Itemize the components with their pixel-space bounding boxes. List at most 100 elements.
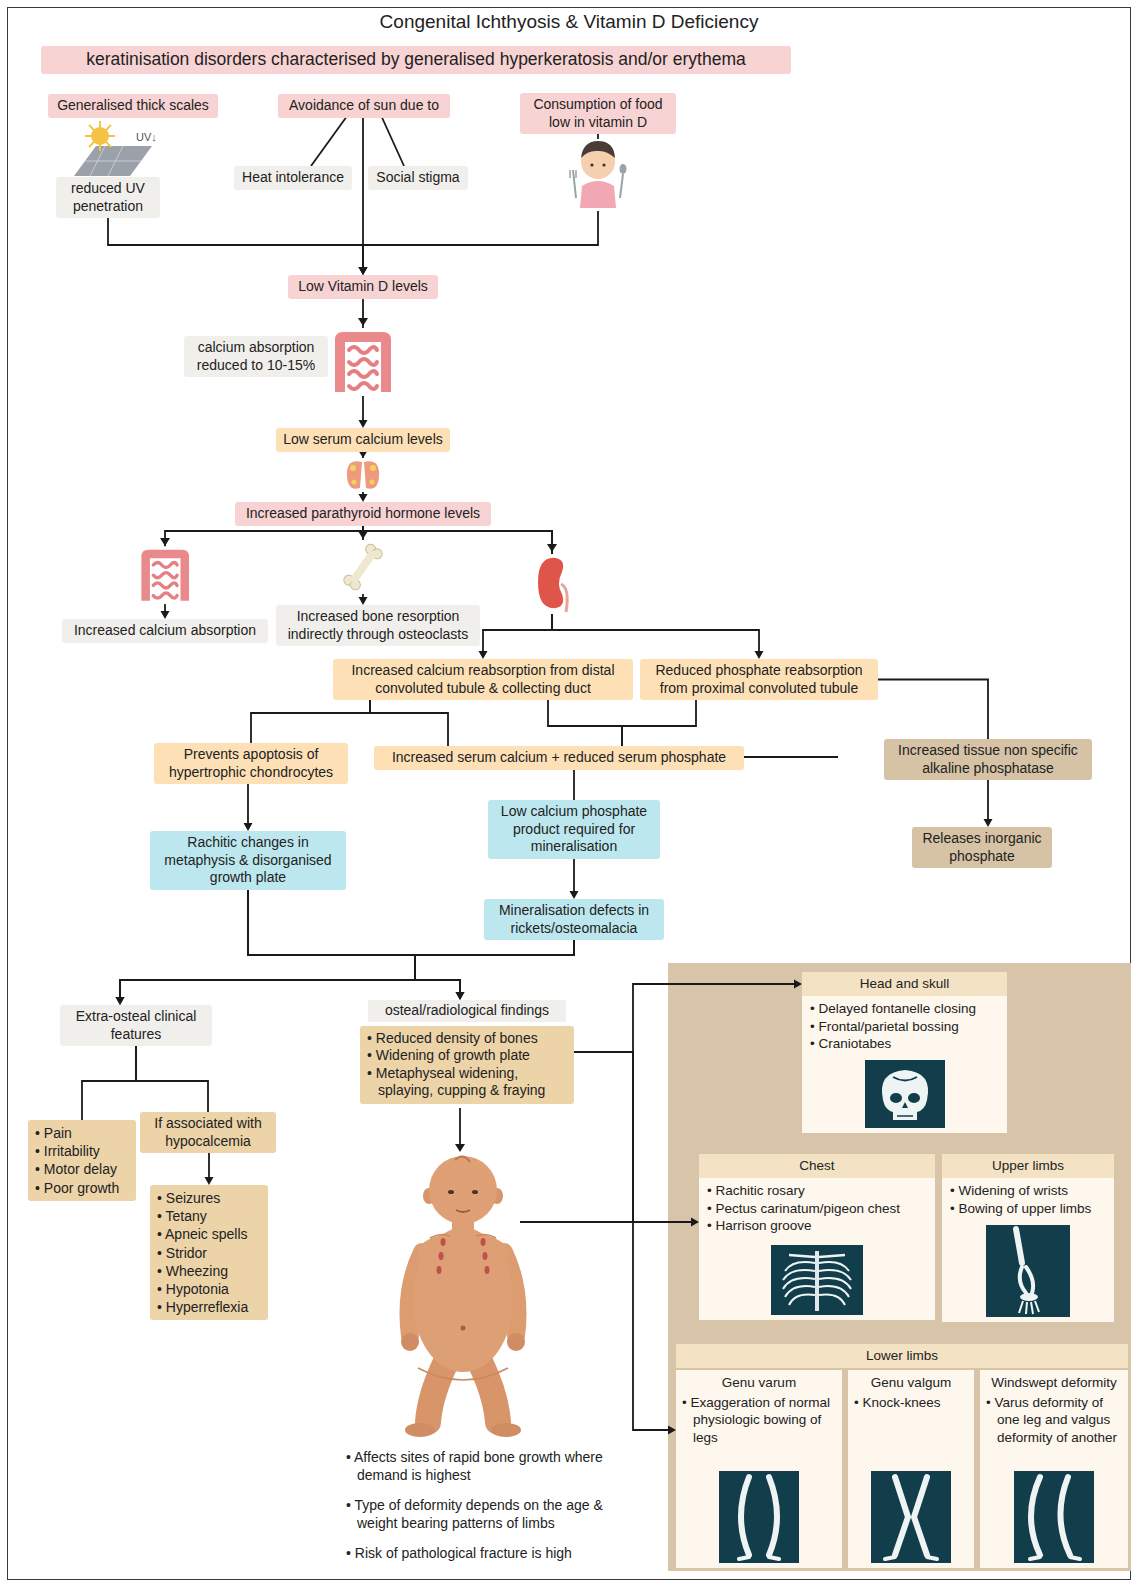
infant-figure [480,1362,498,1422]
connector [622,700,696,746]
list-item: • Frontal/parietal bossing [810,1018,999,1036]
arrow-head [116,997,125,1005]
child-icon [620,174,623,198]
parathyroid-icon [347,461,362,489]
arm-xray-image [1020,1267,1033,1293]
panel-heading: Chest [699,1154,935,1178]
heading: osteal/radiological findings [372,1002,562,1020]
connector-line [120,940,574,999]
chest-xray-image [771,1245,863,1315]
kidney-icon [534,554,572,614]
arm-xray-image [1019,1301,1039,1314]
uv-label: UV↓ [136,130,176,144]
process-box: Low serum calcium levels [276,428,450,452]
arrow-head [794,980,802,989]
outcome-box: Rachitic changes in metaphysis & disorga… [150,831,346,890]
list-item: • Poor growth [35,1179,129,1197]
box-label: Releases inorganic phosphate [918,830,1046,865]
outcome-box: Low calcium phosphate product required f… [488,800,660,859]
connector [248,890,465,1001]
findings-list: • Reduced density of bones• Widening of … [360,1026,574,1104]
panel-heading: Head and skull [802,972,1007,996]
findings-heading: osteal/radiological findings [368,1000,566,1022]
connector-line [82,1046,136,1120]
uv-icon [108,146,123,176]
child-icon [573,170,576,198]
list-item: • Hyperreflexia [157,1298,261,1316]
process-box: Low Vitamin D levels [288,275,438,299]
region-panel: Upper limbs• Widening of wrists• Bowing … [942,1154,1114,1322]
intestine-icon [329,328,397,396]
arm-xray-image [1020,1293,1038,1301]
uv-icon [91,127,109,145]
parathyroid-icon [370,465,376,471]
infant-figure [429,1156,497,1224]
infant-figure [441,1238,446,1246]
infant-figure [413,1228,513,1372]
uv-icon [74,146,152,176]
child-icon [581,141,615,158]
bone-icon [342,542,384,592]
skull-image [902,1102,908,1108]
arrow-head [691,1218,699,1227]
bone-icon [343,540,383,594]
box-label: Low serum calcium levels [282,431,444,449]
leg-xray-image [1014,1471,1094,1563]
connector-line [165,526,363,614]
list-item: • Widening of growth plate [367,1047,567,1065]
infant-figure [430,1234,496,1238]
connector-line [878,680,988,740]
process-box: Prevents apoptosis of hypertrophic chond… [154,743,348,784]
connector [251,700,370,743]
infant-figure [507,1333,525,1351]
box-label: Reduced phosphate reabsorption from prox… [646,662,872,697]
child-icon [590,163,593,166]
skull-image [865,1060,945,1128]
box-label: Increased parathyroid hormone levels [241,505,485,523]
list-item: • Motor delay [35,1160,129,1178]
label-wrap: • Risk of pathological fracture is high [346,1544,638,1562]
connector-line [548,700,622,746]
diagram-title: Congenital Ichthyosis & Vitamin D Defici… [0,11,1138,33]
infant-figure [439,1252,444,1260]
list-item: • Widening of wrists [950,1182,1106,1200]
kidney-icon [538,558,563,608]
box-label: Heat intolerance [240,169,346,187]
cause-box: Avoidance of sun due to [278,94,450,118]
note-box: calcium absorption reduced to 10-15% [184,336,328,377]
chest-xray-image [819,1262,851,1305]
enzyme-box: Releases inorganic phosphate [912,827,1052,868]
arrow-head [455,1144,465,1152]
box-label: Avoidance of sun due to [284,97,444,115]
connector-stub [744,756,838,758]
title-wrap: Congenital Ichthyosis & Vitamin D Defici… [0,11,1138,33]
arrow-head [116,997,125,1005]
chest-xray-image [815,1251,819,1311]
list-item: • Pain [35,1124,129,1142]
reason-box: Heat intolerance [234,166,352,190]
kidney-icon [561,584,567,612]
panel-heading: Lower limbs [676,1344,1128,1368]
child-icon [569,170,571,178]
list-item: • Craniotabes [810,1035,999,1053]
parathyroid-icon [352,480,357,485]
label-wrap: UV↓ [136,130,176,144]
condition-box: If associated with hypocalcemia [140,1112,276,1153]
arrow-head [359,597,368,605]
category-box: Extra-osteal clinical features [60,1005,212,1046]
intestine-icon [136,546,194,604]
intestine-icon [335,332,391,392]
connector [116,890,416,1006]
arrow-head [456,992,465,1000]
process-box: Increased calcium reabsorption from dist… [333,659,633,700]
child-icon [620,164,627,174]
cause-box: Generalised thick scales [48,94,218,118]
infant-figure [456,1210,470,1212]
process-box: Increased serum calcium + reduced serum … [374,746,744,770]
list-item: • Bowing of upper limbs [950,1200,1106,1218]
connector-line [120,890,415,1000]
parathyroid-icon [343,458,383,492]
box-label: Consumption of food low in vitamin D [526,96,670,131]
connector-line [311,118,346,167]
symptom-list: • Seizures• Tetany• Apneic spells• Strid… [150,1185,268,1320]
